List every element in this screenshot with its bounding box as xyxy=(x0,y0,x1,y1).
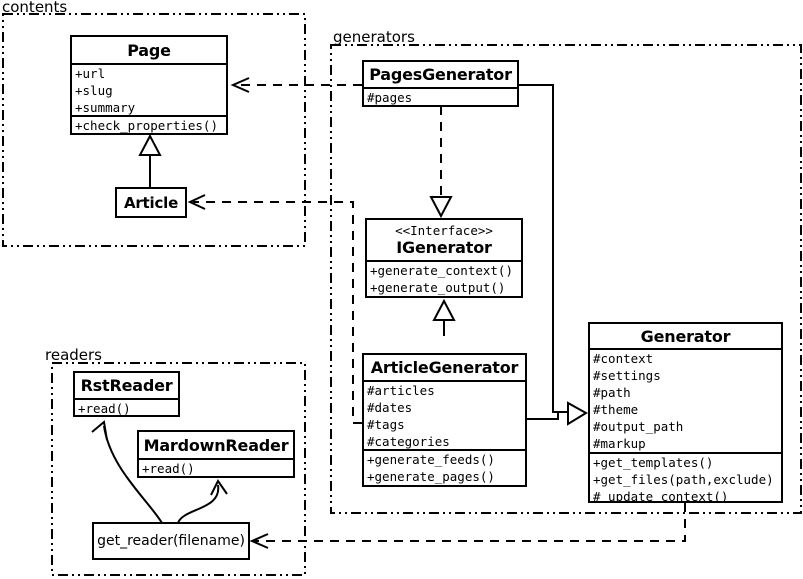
class-pagesgenerator: PagesGenerator #pages xyxy=(362,60,519,107)
class-igenerator-stereotype: <<Interface>> xyxy=(395,222,493,238)
member-line: +check_properties() xyxy=(75,118,218,133)
member-line: +generate_feeds() xyxy=(367,452,495,467)
generalization-pagesgenerator-to-generator xyxy=(519,84,567,413)
member-line: #output_path xyxy=(593,419,684,434)
class-generator-title: Generator xyxy=(640,326,731,346)
open-arrowhead-at-rstreader xyxy=(91,420,108,441)
function-get-reader-label: get_reader(filename) xyxy=(97,533,245,549)
class-generator: Generator #context #settings #path #theme #o… xyxy=(588,322,783,503)
class-article: Article xyxy=(115,187,187,218)
hollow-triangle-at-page-bottom xyxy=(138,133,162,156)
member-line: +url xyxy=(75,66,106,81)
member-line: +generate_context() xyxy=(370,263,513,278)
member-line: +generate_output() xyxy=(370,280,506,295)
class-rstreader: RstReader +read() xyxy=(73,371,180,417)
member-line: +get_templates() xyxy=(593,455,714,470)
member-line: #path xyxy=(593,385,631,400)
class-page: Page +url +slug +summary +check_properties… xyxy=(70,35,228,135)
member-line: #theme xyxy=(593,402,639,417)
member-line: +generate_pages() xyxy=(367,469,495,484)
open-arrowhead-at-getreader xyxy=(249,533,269,549)
class-igenerator-methods: +generate_context() +generate_output() xyxy=(367,260,521,296)
class-articlegenerator: ArticleGenerator #articles #dates #tags #ca… xyxy=(362,353,527,487)
class-mardownreader: MardownReader +read() xyxy=(137,430,295,478)
hollow-triangle-at-igenerator-top xyxy=(429,196,453,219)
class-rstreader-methods: +read() xyxy=(75,398,178,415)
generalization-articlegenerator-to-generator xyxy=(527,412,559,420)
member-line: +summary xyxy=(75,100,136,115)
class-pagesgenerator-attributes: #pages xyxy=(364,87,517,105)
member-line: #dates xyxy=(367,400,413,415)
member-line: #_update_context() xyxy=(593,489,729,501)
class-generator-attributes: #context #settings #path #theme #output_path… xyxy=(590,348,781,452)
member-line: #markup xyxy=(593,436,646,451)
dependency-articlegenerator-to-article xyxy=(193,201,362,424)
package-border-readers xyxy=(51,362,306,576)
hollow-triangle-at-igenerator-bottom xyxy=(432,298,456,321)
member-line: #tags xyxy=(367,417,405,432)
member-line: #settings xyxy=(593,368,661,383)
hollow-triangle-at-generator-left xyxy=(567,401,588,426)
member-line: +get_files(path,exclude) xyxy=(593,472,774,487)
class-articlegenerator-attributes: #articles #dates #tags #categories xyxy=(364,380,525,449)
package-label-generators: generators xyxy=(333,28,415,46)
class-rstreader-title: RstReader xyxy=(80,376,173,395)
member-line: #articles xyxy=(367,383,435,398)
arrow-getreader-to-mardownreader xyxy=(177,484,220,524)
class-article-title: Article xyxy=(123,193,179,212)
class-page-attributes: +url +slug +summary xyxy=(72,63,226,115)
class-page-methods: +check_properties() xyxy=(72,115,226,133)
dependency-generator-to-getreader xyxy=(255,503,686,542)
function-get-reader: get_reader(filename) xyxy=(92,522,250,560)
class-mardownreader-methods: +read() xyxy=(139,458,293,476)
open-arrowhead-at-mardownreader xyxy=(210,479,228,496)
class-igenerator-title: <<Interface>> IGenerator xyxy=(367,220,521,260)
class-page-title: Page xyxy=(127,40,171,60)
class-pagesgenerator-title: PagesGenerator xyxy=(369,65,512,84)
member-line: #pages xyxy=(367,90,413,105)
package-border-contents xyxy=(2,13,306,247)
class-generator-methods: +get_templates() +get_files(path,exclude)… xyxy=(590,452,781,501)
member-line: #categories xyxy=(367,434,450,449)
member-line: +slug xyxy=(75,83,113,98)
member-line: +read() xyxy=(78,401,131,415)
class-igenerator: <<Interface>> IGenerator +generate_conte… xyxy=(365,218,523,298)
class-articlegenerator-methods: +generate_feeds() +generate_pages() xyxy=(364,449,525,485)
open-arrowhead-at-page xyxy=(230,77,250,93)
package-label-contents: contents xyxy=(2,0,68,16)
member-line: #context xyxy=(593,351,654,366)
class-mardownreader-title: MardownReader xyxy=(143,435,289,455)
package-border-generators xyxy=(330,44,802,514)
class-igenerator-name: IGenerator xyxy=(396,237,492,257)
open-arrowhead-at-article xyxy=(187,194,206,210)
package-label-readers: readers xyxy=(45,346,102,364)
member-line: +read() xyxy=(142,461,195,476)
class-articlegenerator-title: ArticleGenerator xyxy=(370,358,519,377)
